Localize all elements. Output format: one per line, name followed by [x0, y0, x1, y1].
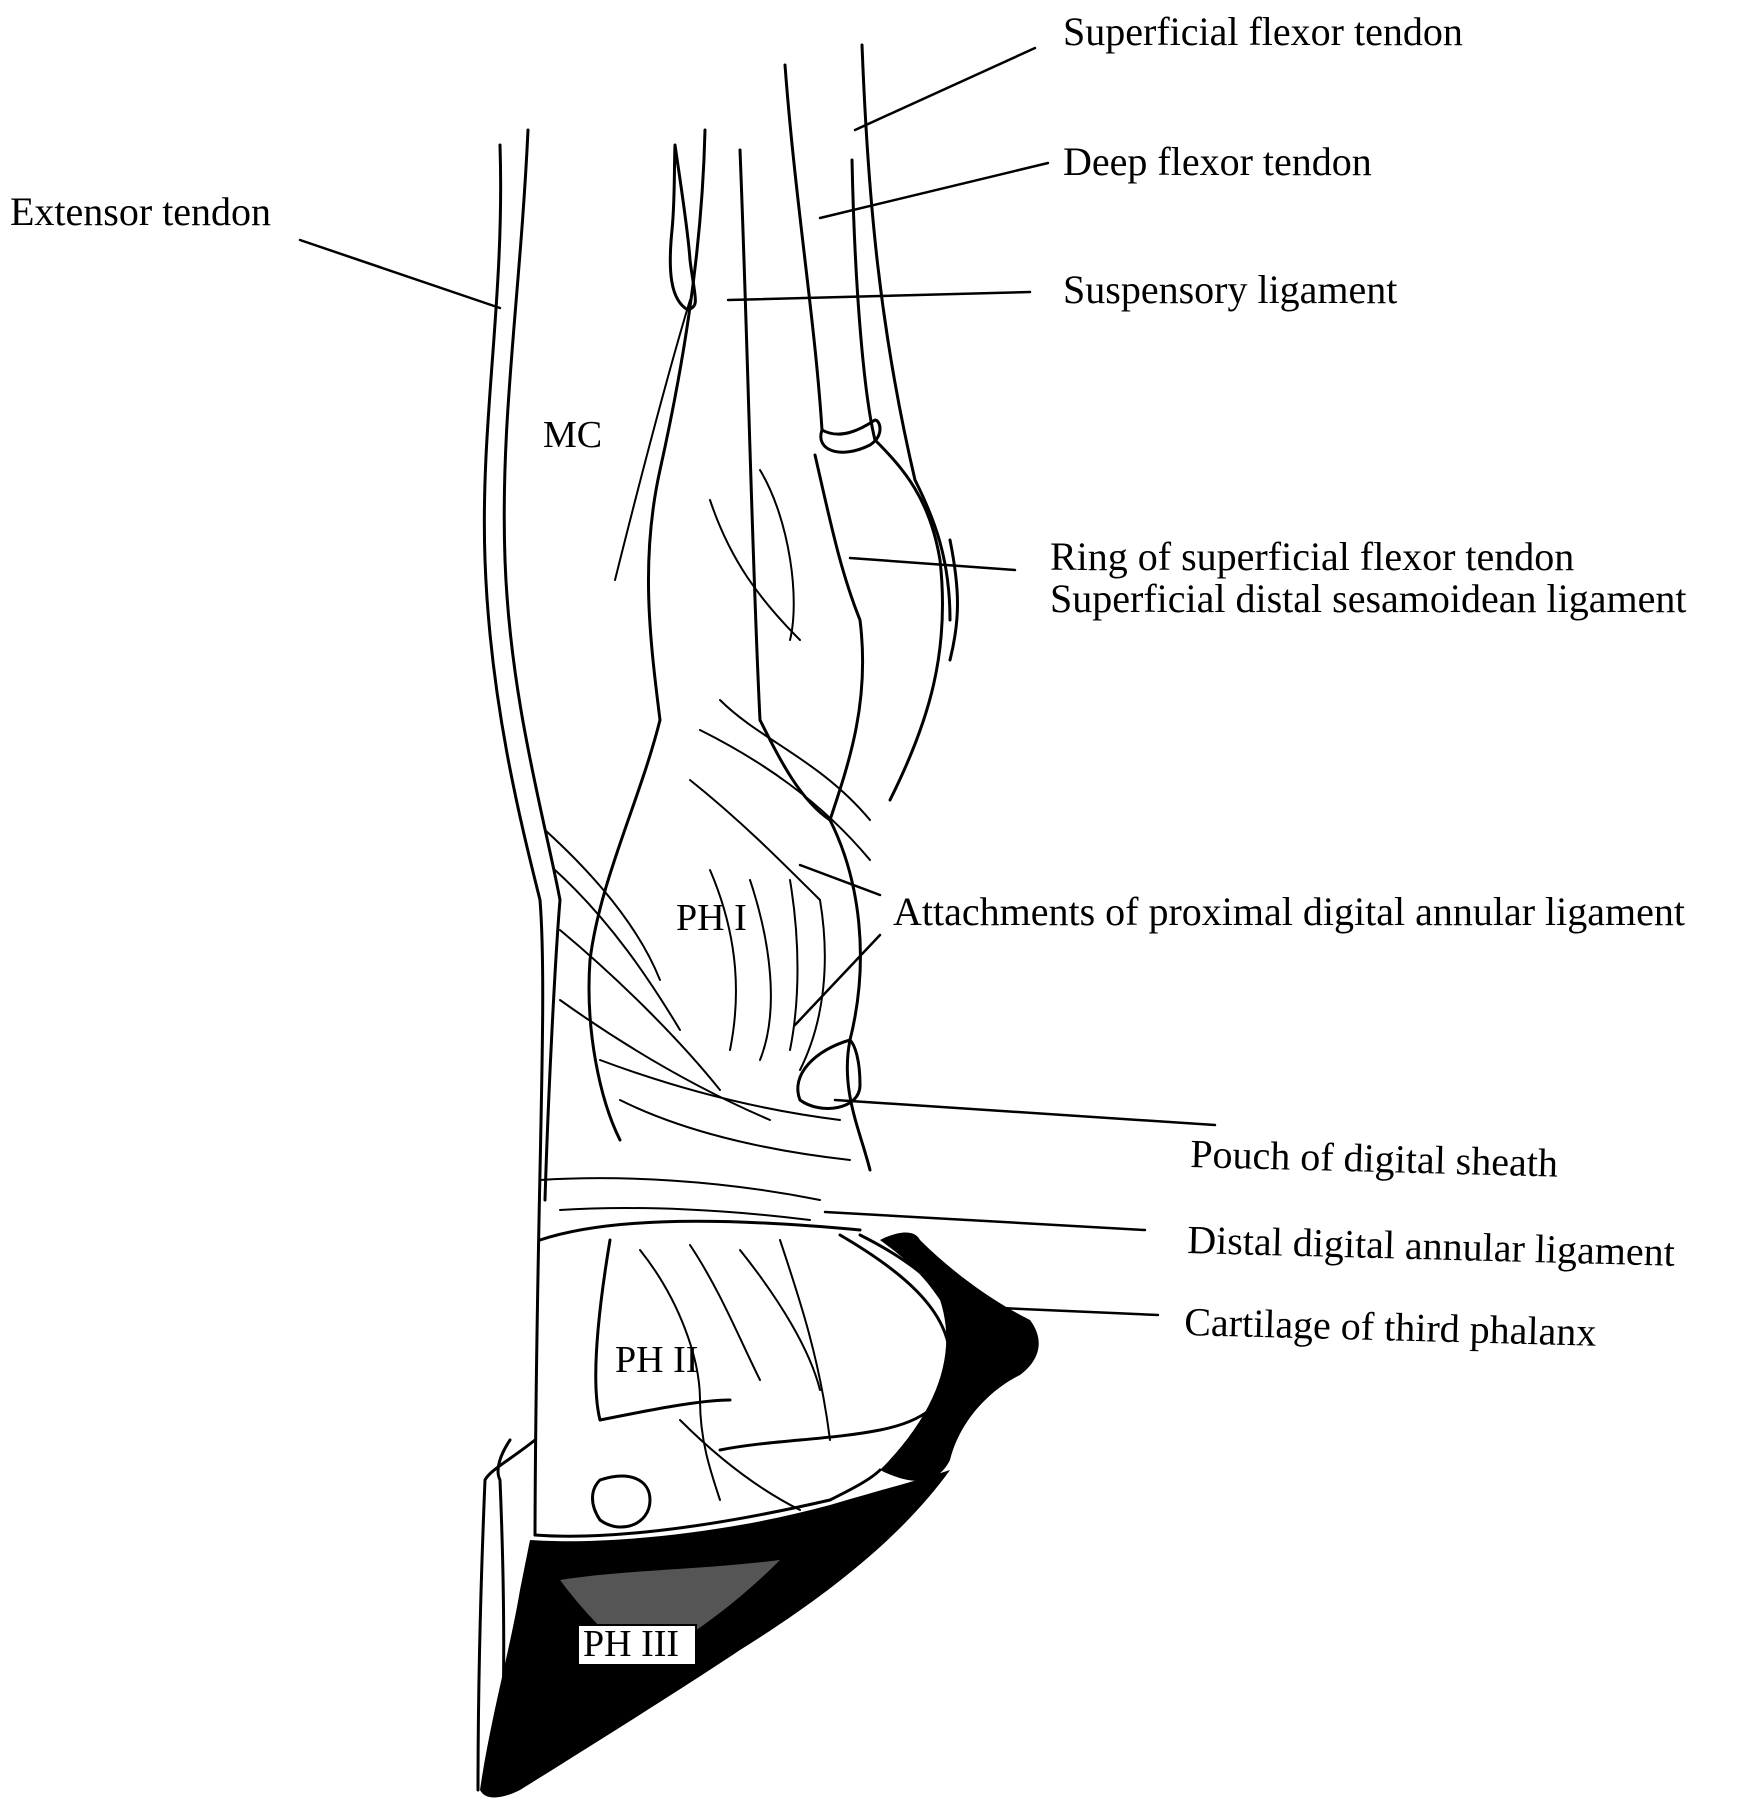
- label-mc: MC: [543, 414, 602, 456]
- metacarpus-outline: [648, 130, 760, 720]
- leader-superficial-flexor: [855, 48, 1035, 130]
- leader-proximal-annular-b: [795, 935, 880, 1025]
- leader-proximal-annular-a: [800, 865, 880, 895]
- leader-extensor: [300, 240, 500, 308]
- label-distal-digital-annular: Distal digital annular ligament: [1187, 1217, 1676, 1275]
- label-ph3: PH III: [583, 1623, 679, 1665]
- label-ph1: PH I: [676, 897, 747, 939]
- cartilage-third-phalanx: [880, 1233, 1039, 1481]
- leader-suspensory: [728, 292, 1030, 300]
- label-suspensory-ligament: Suspensory ligament: [1063, 267, 1397, 312]
- label-pouch-digital-sheath: Pouch of digital sheath: [1190, 1131, 1559, 1186]
- hoof-ph3: [478, 1440, 950, 1798]
- label-ph2: PH II: [615, 1339, 698, 1381]
- flexor-tendons: [785, 45, 958, 820]
- leader-ring-superficial: [850, 558, 1015, 570]
- label-deep-flexor-tendon: Deep flexor tendon: [1063, 139, 1372, 184]
- leader-pouch: [835, 1100, 1215, 1125]
- label-cartilage-third-phalanx: Cartilage of third phalanx: [1184, 1299, 1597, 1355]
- leader-cartilage: [1000, 1308, 1158, 1315]
- leader-distal-annular: [825, 1212, 1145, 1230]
- label-superficial-flexor-tendon: Superficial flexor tendon: [1063, 9, 1463, 54]
- label-extensor-tendon: Extensor tendon: [10, 189, 271, 234]
- distal-annular-band: [540, 1178, 860, 1240]
- label-proximal-annular-attachments: Attachments of proximal digital annular …: [893, 889, 1685, 934]
- label-superficial-distal-sesamoidean: Superficial distal sesamoidean ligament: [1050, 576, 1686, 621]
- label-ring-superficial-flexor: Ring of superficial flexor tendon: [1050, 534, 1574, 579]
- bone-labels: MC PH I PH II PH III: [543, 414, 747, 1665]
